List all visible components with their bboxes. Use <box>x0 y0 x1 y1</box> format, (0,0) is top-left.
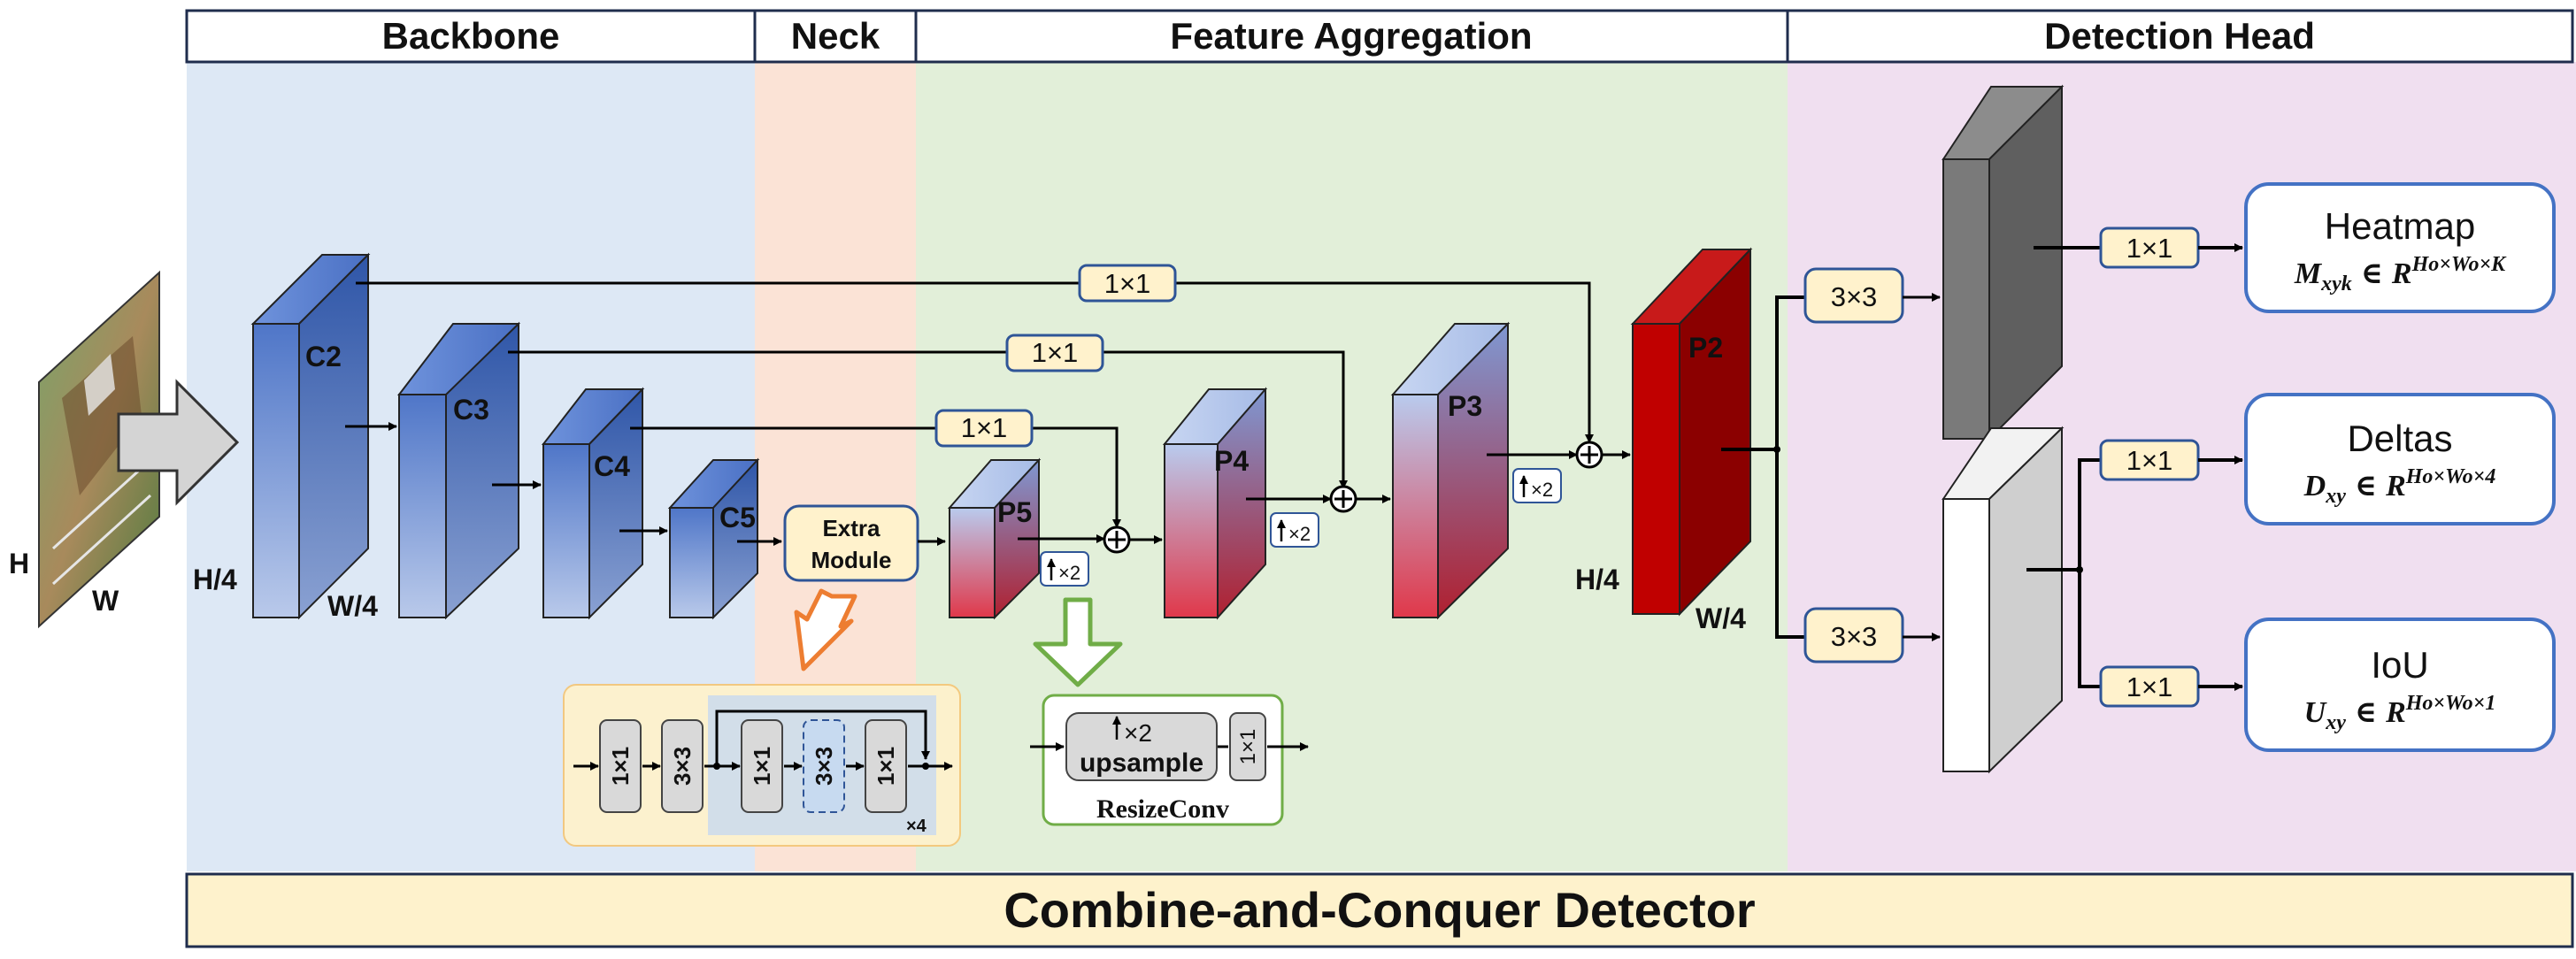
block-p4 <box>1162 387 1268 620</box>
regression-feature-block <box>1942 426 2065 774</box>
detail-conv-4-label: 3×3 <box>811 747 837 786</box>
block-c4 <box>541 387 645 620</box>
detail-conv-2 <box>661 719 704 813</box>
label-p4: P4 <box>1214 445 1249 477</box>
block-c5 <box>667 457 760 620</box>
head-conv-top <box>1803 267 1904 324</box>
extra-module-detail: 1×1 3×3 1×1 3×3 1×1 ×4 <box>563 684 961 847</box>
section-title-aggregation: Feature Aggregation <box>1170 15 1532 57</box>
upsample-tag-p4: ×2 <box>1270 512 1319 548</box>
label-p3: P3 <box>1448 390 1482 422</box>
label-p2: P2 <box>1688 332 1723 364</box>
output-heatmap-box <box>2244 182 2556 313</box>
upsample-tag-p3-label: ×2 <box>1531 479 1553 501</box>
section-title-backbone: Backbone <box>382 15 560 57</box>
head-out-conv-heatmap-label: 1×1 <box>2126 233 2173 264</box>
resizeconv-up-tag: ×2 <box>1124 719 1152 747</box>
detail-conv-1 <box>599 719 642 813</box>
lateral-conv-c3-label: 1×1 <box>1032 337 1079 368</box>
output-deltas-box <box>2244 393 2556 526</box>
output-heatmap-formula: Mxyk∈RHo×Wo×K <box>2294 253 2507 295</box>
label-c5: C5 <box>719 502 756 533</box>
resizeconv-title: ResizeConv <box>1096 794 1229 824</box>
detail-repeat-label: ×4 <box>906 817 927 836</box>
head-conv-bottom <box>1803 607 1904 664</box>
aggregation-w4-label: W/4 <box>1696 602 1746 634</box>
detail-conv-3-label: 1×1 <box>749 747 775 786</box>
detail-conv-2-label: 3×3 <box>669 747 696 786</box>
upsample-tag-p5-label: ×2 <box>1058 562 1080 584</box>
extra-module-label-2: Module <box>811 547 892 573</box>
detail-conv-3 <box>741 719 783 813</box>
extra-module-detail-arrow <box>794 588 857 671</box>
head-conv-top-label: 3×3 <box>1831 281 1878 312</box>
output-iou-title: IoU <box>2371 644 2428 686</box>
label-p5: P5 <box>997 496 1032 528</box>
input-arrow <box>117 379 240 506</box>
extra-module-label-1: Extra <box>822 515 880 541</box>
resizeconv-upsample-label: upsample <box>1080 748 1203 778</box>
input-h-label: H <box>9 548 29 579</box>
label-c4: C4 <box>594 450 630 482</box>
block-c2 <box>250 252 371 620</box>
resizeconv-detail-arrow <box>1033 597 1123 687</box>
upsample-tag-p3: ×2 <box>1512 468 1562 503</box>
detail-conv-1-label: 1×1 <box>607 747 634 786</box>
resizeconv-detail: ×2 upsample 1×1 ResizeConv <box>1030 694 1309 826</box>
lateral-conv-c4-label: 1×1 <box>961 412 1008 443</box>
backbone-w4-label: W/4 <box>327 590 378 622</box>
detail-conv-4 <box>803 719 845 813</box>
section-title-neck: Neck <box>791 15 880 57</box>
backbone-h4-label: H/4 <box>193 564 237 595</box>
output-deltas-formula: Dxy∈RHo×Wo×4 <box>2303 465 2496 508</box>
head-out-conv-iou-label: 1×1 <box>2126 671 2173 702</box>
detail-conv-5 <box>865 719 907 813</box>
footer-bar <box>185 872 2574 948</box>
extra-module-box <box>783 504 919 582</box>
block-c3 <box>396 321 521 620</box>
output-deltas-title: Deltas <box>2347 418 2452 459</box>
lateral-conv-c3 <box>1005 334 1104 372</box>
head-conv-bottom-label: 3×3 <box>1831 621 1878 652</box>
lateral-conv-c2 <box>1078 264 1177 303</box>
head-out-conv-deltas-label: 1×1 <box>2126 445 2173 476</box>
heatmap-feature-block <box>1942 84 2065 441</box>
label-c3: C3 <box>453 394 489 426</box>
label-c2: C2 <box>305 341 342 372</box>
output-iou-box <box>2244 618 2556 752</box>
block-p5 <box>947 457 1042 620</box>
section-title-head: Detection Head <box>2044 15 2315 57</box>
section-header-bar <box>185 9 2574 64</box>
resizeconv-upsample-box <box>1065 712 1218 781</box>
resizeconv-conv-label: 1×1 <box>1236 729 1260 765</box>
input-image <box>38 270 160 629</box>
upsample-tag-p5: ×2 <box>1040 551 1089 587</box>
output-heatmap-title: Heatmap <box>2325 205 2475 247</box>
block-p3 <box>1390 321 1511 620</box>
block-p2 <box>1630 247 1753 617</box>
input-w-label: W <box>92 585 119 617</box>
detail-conv-5-label: 1×1 <box>873 747 899 786</box>
lateral-conv-c2-label: 1×1 <box>1104 268 1151 299</box>
resizeconv-conv-box <box>1229 712 1266 781</box>
output-iou-formula: Uxy∈RHo×Wo×1 <box>2304 692 2496 734</box>
upsample-tag-p4-label: ×2 <box>1288 523 1311 545</box>
footer-title: Combine-and-Conquer Detector <box>1003 882 1755 938</box>
lateral-conv-c4 <box>934 409 1034 448</box>
aggregation-h4-label: H/4 <box>1575 564 1619 595</box>
